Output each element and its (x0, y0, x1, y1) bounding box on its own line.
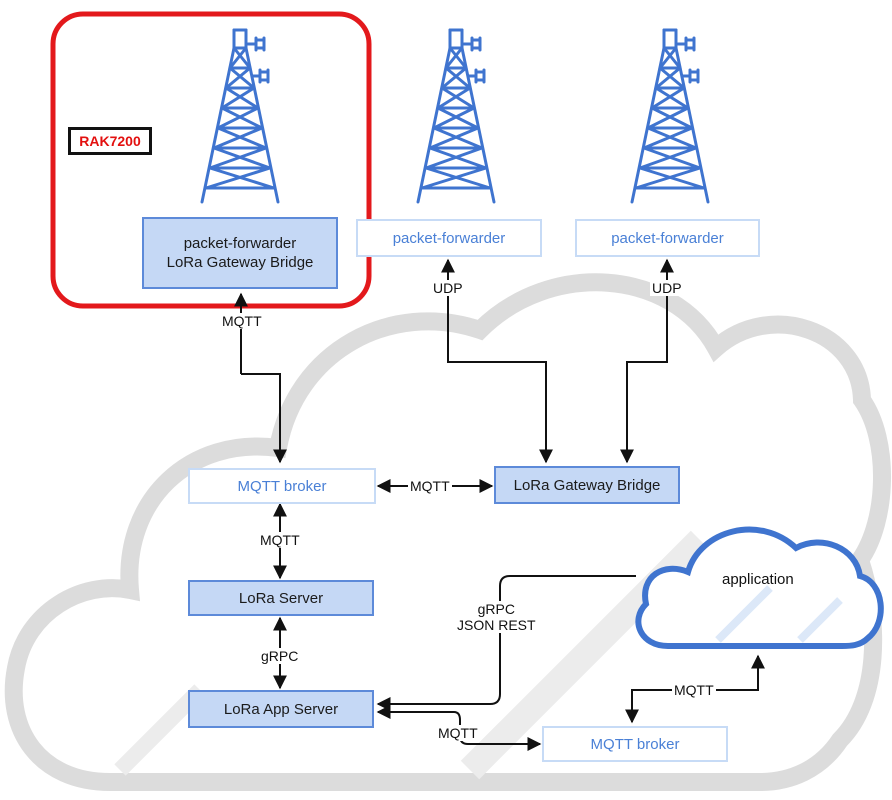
cloud-stripe (114, 684, 206, 776)
tower-icon (630, 28, 710, 204)
forwarder-box-tower1[interactable]: packet-forwarder LoRa Gateway Bridge (142, 217, 338, 289)
lora-gateway-bridge-box[interactable]: LoRa Gateway Bridge (494, 466, 680, 504)
mqtt-broker-label: MQTT broker (590, 735, 680, 753)
lora-server-label: LoRa Server (238, 589, 324, 607)
forwarder-label-line1: packet-forwarder (183, 235, 297, 252)
forwarder-label-line2: LoRa Gateway Bridge (166, 254, 314, 271)
lora-app-server-box[interactable]: LoRa App Server (188, 690, 374, 728)
lora-gateway-bridge-label: LoRa Gateway Bridge (513, 476, 661, 494)
forwarder-box-tower3[interactable]: packet-forwarder (575, 219, 760, 257)
lora-app-server-label: LoRa App Server (223, 700, 339, 718)
cloud-stripe (715, 585, 773, 643)
application-appserver-label: gRPC JSON REST (455, 601, 538, 633)
rak7200-badge: RAK7200 (68, 127, 152, 155)
tower-icon (200, 28, 280, 204)
forwarder-box-tower2[interactable]: packet-forwarder (356, 219, 542, 257)
lora-server-box[interactable]: LoRa Server (188, 580, 374, 616)
forwarder-label: packet-forwarder (392, 229, 506, 247)
application-appserver-link (376, 575, 636, 711)
mqtt-broker-bottom[interactable]: MQTT broker (542, 726, 728, 762)
forwarder-label: packet-forwarder (611, 229, 724, 247)
cloud-stripe (797, 597, 843, 643)
mqtt-link-tower1 (241, 373, 287, 464)
tower-icon (416, 28, 496, 204)
mqtt-label-tower1: MQTT (220, 313, 264, 329)
application-label: application (722, 571, 794, 588)
json-rest-label: JSON REST (457, 617, 536, 633)
broker-server-label: MQTT (258, 532, 302, 548)
udp-label-tower2: UDP (431, 280, 465, 296)
broker-bridge-label: MQTT (408, 478, 452, 494)
application-broker-label: MQTT (672, 682, 716, 698)
udp-link-tower3 (620, 258, 674, 464)
appserver-broker-label: MQTT (436, 725, 480, 741)
server-appserver-label: gRPC (259, 648, 301, 664)
mqtt-broker-label: MQTT broker (237, 477, 327, 495)
udp-label-tower3: UDP (650, 280, 684, 296)
rak7200-highlight-frame (50, 11, 372, 309)
mqtt-broker-top[interactable]: MQTT broker (188, 468, 376, 504)
udp-link-tower2 (441, 258, 553, 464)
grpc-label: gRPC (477, 601, 515, 617)
